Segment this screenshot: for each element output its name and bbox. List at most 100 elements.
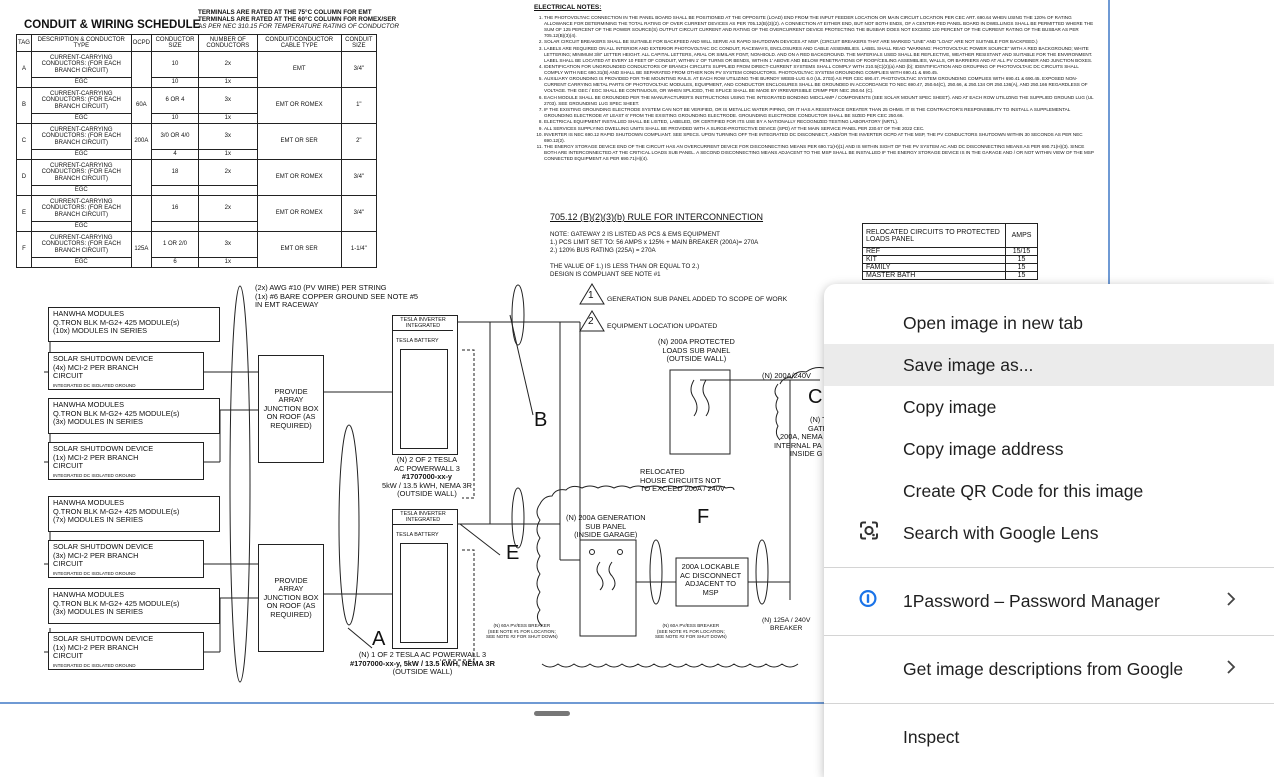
electrical-notes: THE PHOTOVOLTAIC CONNECTION IN THE PANEL…	[534, 15, 1094, 163]
shutdown-small: INTEGRATED DC ISOLATED GROUND	[53, 472, 136, 478]
revision-text: EQUIPMENT LOCATION UPDATED	[607, 323, 718, 330]
junction-box: PROVIDE ARRAY JUNCTION BOX ON ROOF (AS R…	[258, 355, 324, 463]
schedule-cell: 200A	[130, 123, 153, 160]
rule-line: 1.) PCS LIMIT SET TO: 56 AMPS x 125% + M…	[550, 239, 759, 246]
shutdown-box: SOLAR SHUTDOWN DEVICE (4x) MCI-2 PER BRA…	[48, 352, 204, 390]
menu-item-label: Search with Google Lens	[903, 522, 1099, 543]
breaker-line: SEE NOTE #2 FOR SHUT DOWN)	[486, 634, 558, 639]
pw-line: AC POWERWALL 3	[394, 463, 460, 473]
note-item: THE ENERGY STORAGE DEVICE END OF THE CIR…	[544, 144, 1094, 162]
revision-number: 1	[588, 290, 594, 301]
breaker-line: (SEE NOTE #1 FOR LOCATION;	[487, 628, 556, 634]
menu-item-label: 1Password – Password Manager	[903, 590, 1160, 611]
module-line: Q.TRON BLK M-G2+ 425 MODULE(s)	[53, 598, 180, 608]
menu-save-image-as[interactable]: Save image as...	[824, 344, 1274, 386]
1password-icon	[858, 589, 878, 614]
panel-rating: (N) 200A/240V	[762, 371, 811, 380]
breaker125-line: (N) 125A / 240V	[762, 617, 811, 624]
context-menu: Open image in new tab Save image as... C…	[824, 284, 1274, 777]
menu-separator	[824, 703, 1274, 704]
schedule-cell: EMT OR SER	[256, 231, 342, 268]
rule-line: THE VALUE OF 1.) IS LESS THAN OR EQUAL T…	[550, 263, 700, 270]
menu-create-qr-code[interactable]: Create QR Code for this image	[824, 470, 1274, 512]
wire-note-line: (2x) AWG #10 (PV WIRE) PER STRING	[255, 283, 387, 292]
schedule-cell: EGC	[30, 257, 132, 268]
note-item: IDENTIFICATION FOR UNGROUNDED CONDUCTORS…	[544, 64, 1094, 76]
powerwall-2-label: (N) 2 OF 2 TESLA AC POWERWALL 3 #1707000…	[382, 455, 472, 499]
shutdown-line: (1x) MCI-2 PER BRANCH	[53, 642, 139, 652]
schedule-cell: 125A	[130, 231, 153, 268]
schedule-cell: 6 OR 4	[151, 87, 199, 114]
menu-item-label: Copy image address	[903, 438, 1064, 459]
menu-item-label: Get image descriptions from Google	[903, 658, 1184, 679]
gateway-line: INTERNAL PA	[774, 440, 822, 450]
revision-number: 2	[588, 316, 594, 327]
drawing-image[interactable]: CONDUIT & WIRING SCHEDULE TERMINALS ARE …	[0, 0, 1112, 704]
module-line: (7x) MODULES IN SERIES	[53, 515, 143, 525]
pw-line: (OUTSIDE WALL)	[397, 489, 457, 499]
resize-handle[interactable]	[534, 711, 570, 716]
revision-triangle-1	[579, 283, 605, 305]
breaker125-line: BREAKER	[769, 624, 803, 632]
lockable-disconnect-label: 200A LOCKABLE AC DISCONNECT ADJACENT TO …	[680, 562, 742, 597]
revision-triangle-2	[579, 310, 605, 332]
lockable-line: AC DISCONNECT	[680, 570, 742, 580]
chevron-right-icon	[1226, 659, 1236, 679]
module-box: HANWHA MODULES Q.TRON BLK M-G2+ 425 MODU…	[48, 496, 220, 532]
breaker-line: (N) 60A PV/ESS BREAKER	[662, 623, 720, 628]
protected-panel-label: (N) 200A PROTECTED LOADS SUB PANEL (OUTS…	[658, 337, 735, 364]
note-item: EACH MODULE SHALL BE GROUNDED PER THE MA…	[544, 95, 1094, 107]
schedule-cell: 16	[151, 195, 199, 222]
schedule-cell: 3x	[198, 231, 258, 258]
schedule-cell: CURRENT-CARRYING CONDUCTORS: (FOR EACH B…	[30, 51, 132, 78]
menu-copy-image-address[interactable]: Copy image address	[824, 428, 1274, 470]
tag-e: E	[506, 542, 520, 564]
schedule-cell: 10	[151, 51, 199, 78]
schedule-note-2: TERMINALS ARE RATED AT THE 60°C COLUMN F…	[198, 16, 397, 23]
shutdown-line: CIRCUIT	[53, 461, 83, 471]
module-line: (3x) MODULES IN SERIES	[53, 417, 143, 427]
menu-item-label: Copy image	[903, 396, 997, 417]
lockable-line: 200A LOCKABLE	[681, 562, 740, 571]
menu-get-image-descriptions[interactable]: Get image descriptions from Google	[824, 648, 1274, 690]
module-line: (3x) MODULES IN SERIES	[53, 607, 143, 617]
menu-separator	[824, 567, 1274, 568]
gateway-line: (N) TE	[810, 415, 832, 424]
shutdown-small: INTEGRATED DC ISOLATED GROUND	[53, 662, 136, 668]
menu-1password[interactable]: 1Password – Password Manager	[824, 580, 1274, 622]
inverter-label: TESLA INVERTER INTEGRATED	[393, 317, 453, 331]
schedule-cell: 2x	[198, 195, 258, 222]
powerwall-1-label: (N) 1 OF 2 TESLA AC POWERWALL 3 #1707000…	[350, 650, 495, 677]
menu-inspect[interactable]: Inspect	[824, 716, 1274, 758]
shutdown-small: INTEGRATED DC ISOLATED GROUND	[53, 382, 136, 388]
shutdown-line: CIRCUIT	[53, 651, 83, 661]
schedule-cell: 1-1/4"	[340, 231, 378, 268]
gateway-line: 200A, NEMA	[780, 432, 823, 442]
menu-search-google-lens[interactable]: Search with Google Lens	[824, 512, 1274, 554]
shutdown-line: (3x) MCI-2 PER BRANCH	[53, 550, 139, 560]
menu-copy-image[interactable]: Copy image	[824, 386, 1274, 428]
schedule-cell: 1x	[198, 257, 258, 268]
notes-title: ELECTRICAL NOTES:	[534, 4, 602, 11]
gateway-line: GATEW	[808, 423, 835, 433]
wire-note: (2x) AWG #10 (PV WIRE) PER STRING (1x) #…	[255, 283, 418, 310]
schedule-cell: 1"	[340, 87, 378, 124]
shutdown-box: SOLAR SHUTDOWN DEVICE (1x) MCI-2 PER BRA…	[48, 632, 204, 670]
note-item: INVERTER IS NEC 690.12 RAPID SHUTDOWN CO…	[544, 132, 1094, 144]
shutdown-line: SOLAR SHUTDOWN DEVICE	[53, 542, 154, 551]
schedule-cell: 3/4"	[340, 159, 378, 196]
schedule-cell: EMT OR SER	[256, 123, 342, 160]
battery-cell	[400, 543, 448, 643]
menu-open-image-new-tab[interactable]: Open image in new tab	[824, 302, 1274, 344]
schedule-cell: EMT OR ROMEX	[256, 87, 342, 124]
schedule-cell: 3/0 OR 4/0	[151, 123, 199, 150]
note-item: IF THE EXISTING GROUNDING ELECTRODE SYST…	[544, 107, 1094, 119]
schedule-title: CONDUIT & WIRING SCHEDULE	[24, 19, 201, 31]
note-item: ALL SERVICES SUPPLYING DWELLING UNITS SH…	[544, 126, 1094, 132]
lockable-line: ADJACENT TO	[685, 579, 737, 589]
menu-separator	[824, 635, 1274, 636]
relocated-circuits-table: RELOCATED CIRCUITS TO PROTECTED LOADS PA…	[862, 223, 1038, 280]
